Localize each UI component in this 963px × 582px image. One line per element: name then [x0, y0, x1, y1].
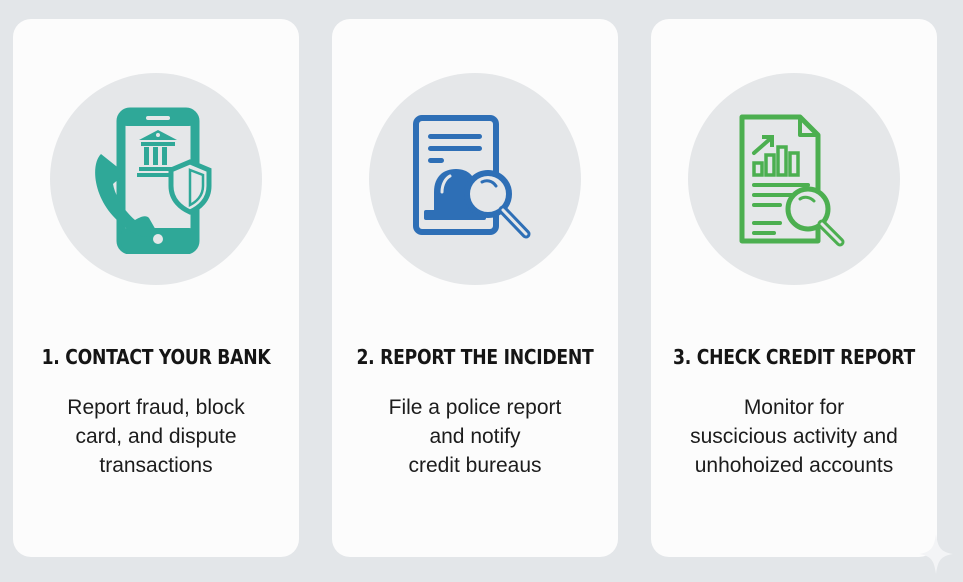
step-description: Report fraud, block card, and dispute tr…: [23, 393, 289, 480]
description-line: unhohoized accounts: [694, 454, 894, 477]
description-line: card, and dispute: [75, 425, 237, 448]
step-title: 3. CHECK CREDIT REPORT: [673, 345, 915, 369]
police-report-search-icon: [413, 115, 531, 239]
description-line: and notify: [429, 425, 521, 448]
description-line: Report fraud, block: [67, 396, 245, 419]
step-card-contact-bank: 1. CONTACT YOUR BANK Report fraud, block…: [13, 19, 299, 557]
description-line: suscicious activity and: [690, 425, 898, 448]
step-card-check-credit: 3. CHECK CREDIT REPORT Monitor for susci…: [651, 19, 937, 557]
step-title: 1. CONTACT YOUR BANK: [41, 345, 271, 369]
step-description: Monitor for suscicious activity and unho…: [661, 393, 927, 480]
icon-circle: [688, 73, 900, 285]
description-line: File a police report: [388, 396, 562, 419]
description-line: transactions: [99, 454, 213, 477]
step-description: File a police report and notify credit b…: [342, 393, 608, 480]
icon-circle: [369, 73, 581, 285]
phone-bank-shield-icon: [95, 107, 212, 254]
description-line: credit bureaus: [408, 454, 542, 477]
icon-circle: [50, 73, 262, 285]
step-title: 2. REPORT THE INCIDENT: [356, 345, 594, 369]
sparkle-icon: [919, 534, 953, 574]
step-card-report-incident: 2. REPORT THE INCIDENT File a police rep…: [332, 19, 618, 557]
credit-report-search-icon: [739, 114, 845, 247]
description-line: Monitor for: [743, 396, 845, 419]
